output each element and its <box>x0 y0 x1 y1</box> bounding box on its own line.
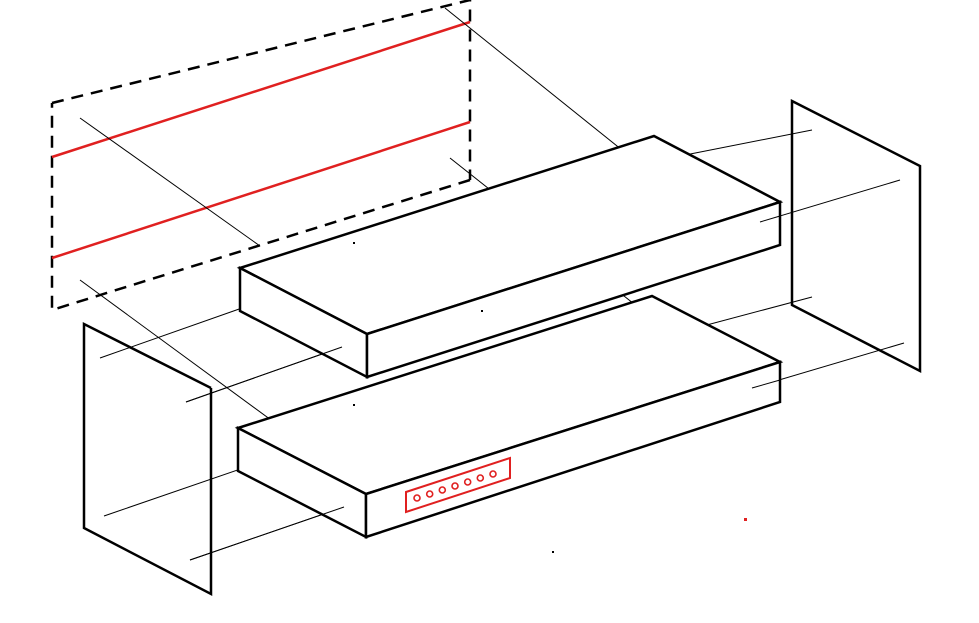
right-side-panel <box>790 98 922 374</box>
back-panel-red-line-top <box>51 20 471 159</box>
guide-line <box>759 179 901 223</box>
control-button <box>451 482 459 490</box>
stray-dot-red <box>744 518 747 521</box>
stray-dot <box>353 242 355 244</box>
guide-line <box>759 215 781 223</box>
guide-line <box>79 279 283 429</box>
top-box-long-face <box>365 200 782 379</box>
left-panel-outline <box>82 321 213 597</box>
guide-line <box>189 506 345 561</box>
guide-line <box>99 300 263 359</box>
right-panel-outline <box>790 98 922 374</box>
control-button <box>438 486 447 494</box>
stray-dot <box>481 310 483 312</box>
guide-line <box>751 379 781 389</box>
control-button <box>489 470 497 478</box>
guide-line <box>103 462 259 517</box>
back-panel-outline <box>51 0 472 180</box>
bottom-box-long-face <box>364 360 782 539</box>
guide-line <box>79 117 261 247</box>
back-panel-dashed <box>50 0 472 312</box>
control-strip-outline <box>405 456 511 514</box>
guide-line <box>444 7 633 159</box>
left-side-panel <box>82 321 213 597</box>
control-buttons <box>413 470 497 502</box>
guide-line <box>669 129 813 159</box>
stray-dot <box>552 551 554 553</box>
top-shelf-box <box>236 134 784 380</box>
control-button <box>413 494 421 502</box>
control-button <box>463 478 472 486</box>
bottom-shelf-box <box>234 294 784 540</box>
stray-marks <box>353 242 747 553</box>
control-strip <box>405 456 511 514</box>
stray-dot <box>353 404 355 406</box>
back-panel-outline-lower <box>50 103 471 312</box>
back-panel-red-line-bottom <box>51 120 471 260</box>
control-button <box>425 490 434 498</box>
control-button <box>476 474 485 482</box>
